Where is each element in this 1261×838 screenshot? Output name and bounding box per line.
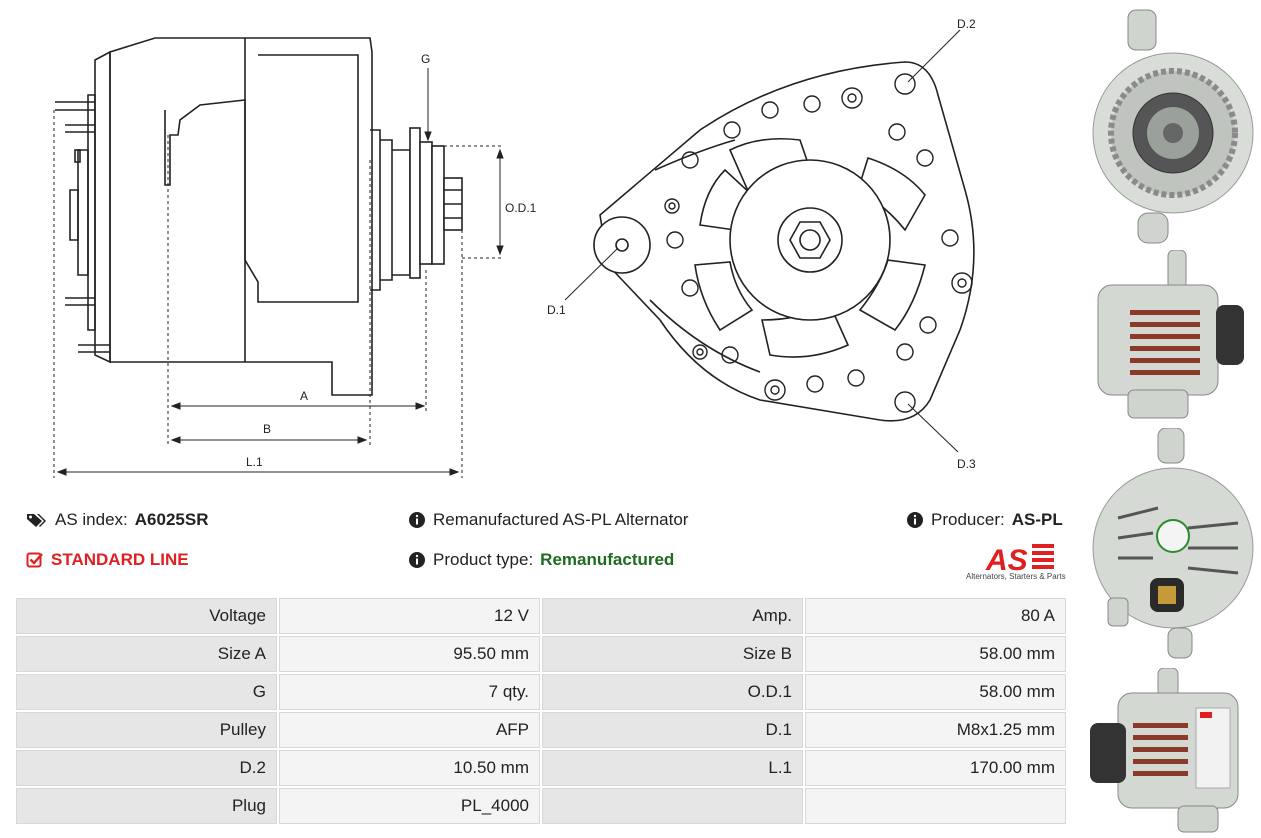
spec-value: 10.50 mm bbox=[279, 750, 540, 786]
spec-key: Plug bbox=[16, 788, 277, 824]
label-l1: L.1 bbox=[246, 455, 263, 469]
technical-drawing: G O.D.1 A B L.1 bbox=[53, 17, 976, 478]
description-row: Remanufactured AS-PL Alternator bbox=[408, 510, 688, 530]
info-icon bbox=[409, 512, 425, 528]
spec-key: Size A bbox=[16, 636, 277, 672]
producer-row: Producer: AS-PL bbox=[906, 510, 1063, 530]
front-view-drawing bbox=[564, 29, 975, 453]
logo-tagline: Alternators, Starters & Parts bbox=[966, 572, 1066, 581]
as-index-label: AS index: bbox=[55, 510, 128, 529]
spec-key: L.1 bbox=[542, 750, 803, 786]
spec-key: O.D.1 bbox=[542, 674, 803, 710]
spec-value: 170.00 mm bbox=[805, 750, 1066, 786]
spec-value: AFP bbox=[279, 712, 540, 748]
product-type-label: Product type: bbox=[433, 550, 534, 569]
spec-value: 7 qty. bbox=[279, 674, 540, 710]
info-icon bbox=[409, 552, 425, 568]
spec-value: 58.00 mm bbox=[805, 674, 1066, 710]
product-type-row: Product type: Remanufactured bbox=[408, 550, 674, 570]
spec-value: 12 V bbox=[279, 598, 540, 634]
dimension-lines bbox=[53, 68, 504, 478]
spec-value: PL_4000 bbox=[279, 788, 540, 824]
tags-icon bbox=[27, 514, 46, 527]
spec-key bbox=[542, 788, 803, 824]
spec-key: D.1 bbox=[542, 712, 803, 748]
as-pl-logo: AS bbox=[985, 544, 1054, 577]
producer-label: Producer: bbox=[931, 510, 1005, 529]
checkbox-checked-icon bbox=[26, 552, 43, 568]
product-photo-side-2[interactable] bbox=[1088, 668, 1258, 836]
spec-value: 58.00 mm bbox=[805, 636, 1066, 672]
standard-line-label: STANDARD LINE bbox=[51, 550, 189, 569]
producer-value: AS-PL bbox=[1011, 510, 1063, 529]
spec-value: M8x1.25 mm bbox=[805, 712, 1066, 748]
product-type-value: Remanufactured bbox=[540, 550, 675, 569]
label-d3: D.3 bbox=[957, 457, 976, 471]
as-index-row: AS index: A6025SR bbox=[26, 510, 208, 530]
spec-key: G bbox=[16, 674, 277, 710]
label-d1: D.1 bbox=[547, 303, 566, 317]
label-od1: O.D.1 bbox=[505, 201, 537, 215]
product-photo-rear[interactable] bbox=[1088, 428, 1258, 660]
info-icon bbox=[907, 512, 923, 528]
logo-text: AS bbox=[985, 544, 1028, 577]
label-d2: D.2 bbox=[957, 17, 976, 31]
product-photo-front[interactable] bbox=[1088, 8, 1258, 248]
spec-value: 95.50 mm bbox=[279, 636, 540, 672]
standard-line-row: STANDARD LINE bbox=[26, 550, 189, 570]
as-index-value: A6025SR bbox=[134, 510, 209, 529]
spec-key: D.2 bbox=[16, 750, 277, 786]
spec-key: Voltage bbox=[16, 598, 277, 634]
label-b: B bbox=[263, 422, 271, 436]
spec-value bbox=[805, 788, 1066, 824]
spec-key: Pulley bbox=[16, 712, 277, 748]
spec-value: 80 A bbox=[805, 598, 1066, 634]
side-view-drawing bbox=[55, 37, 463, 396]
spec-key: Amp. bbox=[542, 598, 803, 634]
label-g: G bbox=[421, 52, 430, 66]
spec-key: Size B bbox=[542, 636, 803, 672]
label-a: A bbox=[300, 389, 308, 403]
product-photo-side[interactable] bbox=[1088, 250, 1258, 420]
description-text: Remanufactured AS-PL Alternator bbox=[433, 510, 689, 529]
